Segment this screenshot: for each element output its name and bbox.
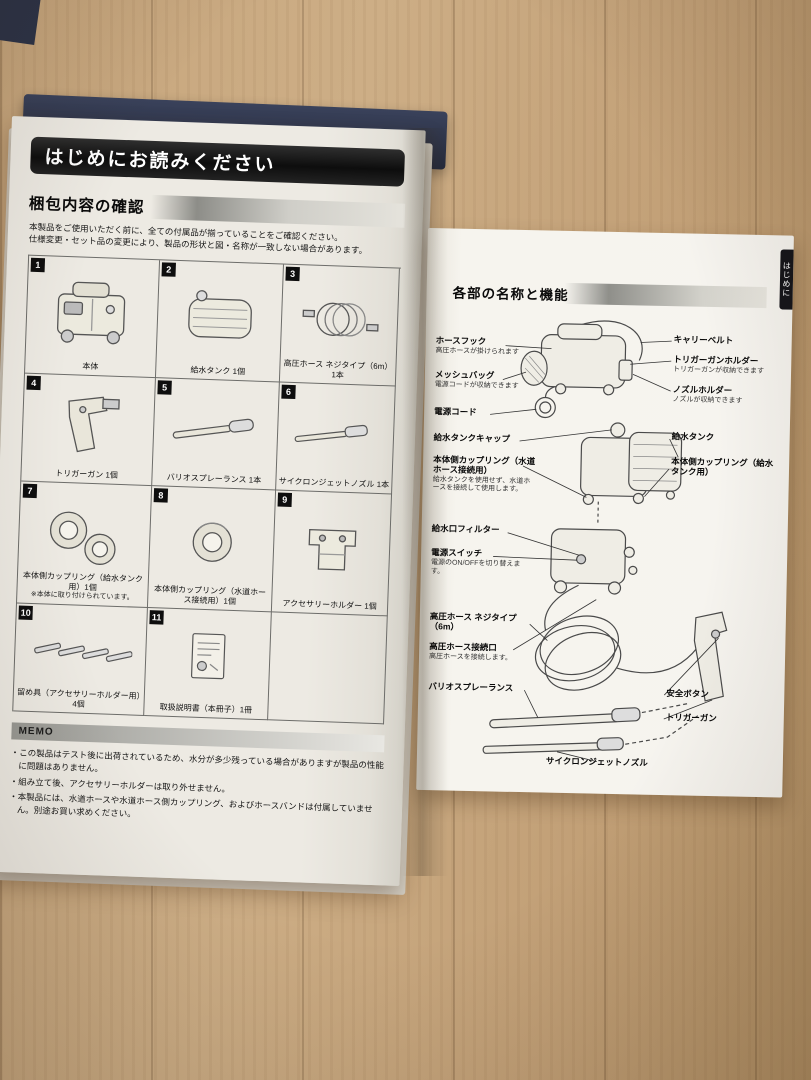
packing-item-9: 9 アクセサリーホルダー 1個 (271, 490, 393, 617)
part-label-power-switch: 電源スイッチ 電源のON/OFFを切り替えます。 (430, 547, 521, 575)
packing-item-10: 10 留め具（アクセサリーホルダー用）4個 (13, 603, 148, 716)
item-label: アクセサリーホルダー 1個 (282, 598, 377, 612)
part-label-coupling-water-hose: 本体側カップリング（水道ホース接続用） 給水タンクを使用せず、水道ホースを接続し… (432, 454, 536, 494)
item-label: 取扱説明書（本冊子）1冊 (159, 702, 253, 715)
part-label-trigger-gun-holder: トリガーガンホルダー トリガーガンが収納できます (673, 354, 765, 375)
left-page: はじめにお読みください 梱包内容の確認 本製品をご使用いただく前に、全ての付属品… (0, 116, 426, 886)
item-label: 留め具（アクセサリーホルダー用）4個 (16, 687, 141, 709)
leader-lines (490, 340, 719, 763)
page-title: はじめにお読みください (44, 147, 276, 177)
pressure-washer-body-icon (26, 269, 159, 351)
part-label-mesh-bag: メッシュバッグ 電源コードが収納できます (434, 369, 519, 390)
item-label: 高圧ホース ネジタイプ（6m）1本 (283, 358, 393, 380)
item-label: 給水タンク 1個 (190, 365, 246, 377)
fastener-pegs-icon (14, 616, 146, 688)
packing-item-8: 8 本体側カップリング（水道ホース接続用）1個 (147, 486, 277, 613)
packing-item-4: 4 トリガーガン 1個 (21, 373, 156, 487)
part-label-hp-hose: 高圧ホース ネジタイプ（6m） (429, 611, 517, 632)
high-pressure-hose-icon (281, 278, 399, 360)
memo-title: MEMO (18, 725, 54, 738)
coupling-tank-icon (18, 495, 151, 581)
packing-item-1: 1 本体 (25, 255, 161, 379)
part-label-nozzle-holder: ノズルホルダー ノズルが収納できます (672, 384, 743, 405)
memo-list: ・この製品はテスト後に出荷されているため、水分が多少残っている場合がありますが製… (8, 746, 385, 832)
item-label: 本体側カップリング（水道ホース接続用）1個 (153, 584, 267, 607)
intro-text: 本製品をご使用いただく前に、全ての付属品が揃っていることをご確認ください。 仕様… (28, 221, 403, 259)
parts-diagram: ホースフック 高圧ホースが掛けられます メッシュバッグ 電源コードが収納できます… (424, 312, 784, 789)
vario-spray-lance-icon (153, 391, 278, 463)
item-label: バリオスプレーランス 1本 (166, 472, 262, 485)
right-page: はじめに 各部の名称と機能 (416, 228, 794, 798)
section-header-parts: 各部の名称と機能 (452, 280, 767, 309)
page-edge-tab: はじめに (779, 249, 794, 310)
packing-items-grid: 1 本体 2 (12, 254, 401, 725)
section-title: 各部の名称と機能 (452, 285, 569, 303)
packing-item-11: 11 取扱説明書（本冊子）1冊 (144, 608, 272, 721)
coupling-hose-icon (149, 499, 275, 585)
part-label-hose-hook: ホースフック 高圧ホースが掛けられます (435, 335, 520, 356)
packing-item-7: 7 本体側カップリング（給水タンク用）1個 ※本体に取り付けられています。 (16, 481, 153, 609)
page-title-banner: はじめにお読みください (29, 136, 406, 187)
packing-item-5: 5 バリオスプレーランス 1本 (152, 378, 280, 491)
part-label-tank-cap: 給水タンクキャップ (433, 432, 511, 444)
water-tank-icon (157, 273, 283, 355)
empty-grid-cell (268, 612, 388, 725)
product-diagram-artwork (482, 320, 728, 763)
manual-booklet-icon (145, 621, 270, 693)
packing-item-6: 6 サイクロンジェットノズル 1本 (276, 382, 396, 495)
item-label: サイクロンジェットノズル 1本 (278, 476, 390, 490)
packing-item-3: 3 高圧ホース ネジタイプ（6m）1本 (279, 264, 400, 387)
cyclone-jet-nozzle-icon (277, 396, 394, 468)
part-label-hp-hose-port: 高圧ホース接続口 高圧ホースを接続します。 (428, 641, 513, 662)
trigger-gun-icon (22, 387, 154, 459)
part-label-coupling-tank: 本体側カップリング（給水タンク用） (670, 456, 774, 477)
edge-tab-label: はじめに (781, 261, 792, 298)
item-label: 本体 (82, 361, 99, 372)
booklet-cover-corner (0, 0, 42, 45)
section-title: 梱包内容の確認 (28, 195, 145, 217)
accessory-holder-icon (273, 503, 391, 589)
packing-item-2: 2 給水タンク 1個 (155, 260, 284, 383)
item-label: トリガーガン 1個 (55, 468, 119, 480)
